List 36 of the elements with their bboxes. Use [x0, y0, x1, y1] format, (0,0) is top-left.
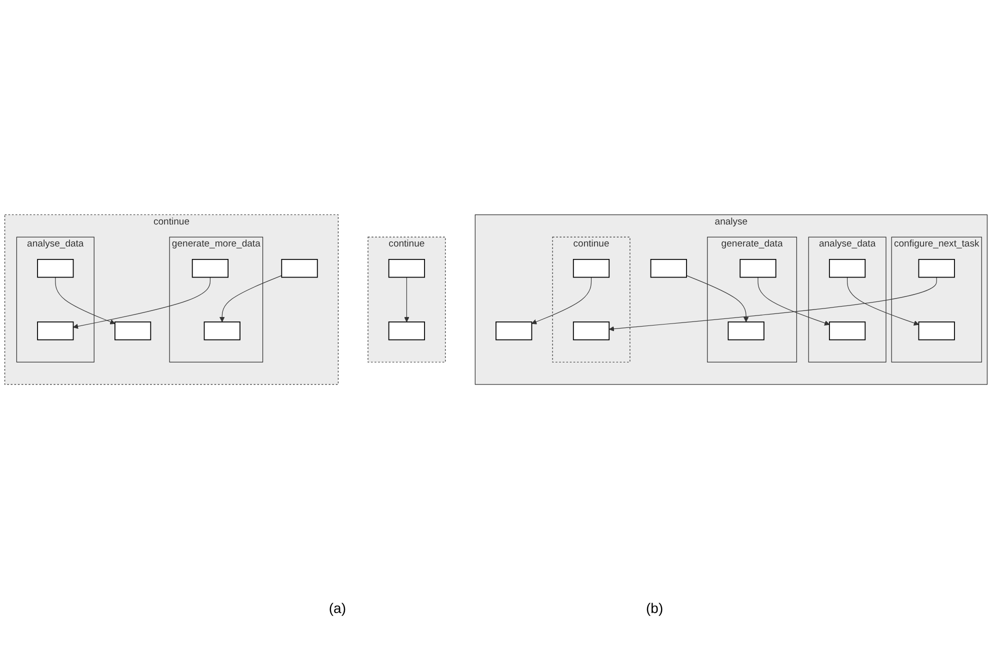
node-box	[496, 322, 532, 341]
cluster: continue	[368, 237, 446, 363]
node-box	[37, 322, 74, 341]
figure-label: (b)	[646, 600, 664, 616]
cluster: analyse_data	[808, 237, 886, 363]
node-box	[192, 259, 229, 278]
arrow	[531, 277, 592, 325]
arrow	[847, 277, 919, 326]
figure-label: (a)	[328, 600, 346, 616]
node-box	[281, 259, 318, 278]
arrow	[758, 277, 830, 326]
cluster: generate_data	[707, 237, 797, 363]
arrow	[220, 276, 282, 323]
node-box	[572, 322, 610, 341]
arrow	[55, 277, 116, 325]
cluster: configure_next_task	[891, 237, 982, 363]
node-box	[204, 322, 240, 341]
cluster: generate_more_data	[169, 237, 264, 363]
arrow	[608, 277, 937, 332]
arrow	[686, 276, 749, 323]
cluster: analyse_data	[16, 237, 94, 363]
node-box	[918, 259, 955, 278]
node-box	[572, 259, 610, 278]
node-box	[388, 322, 425, 341]
arrow	[404, 277, 410, 323]
node-box	[740, 259, 776, 278]
cluster: continue	[552, 237, 630, 363]
node-box	[388, 259, 425, 278]
node-box	[828, 322, 866, 341]
node-box	[918, 322, 955, 341]
arrow	[73, 277, 210, 330]
node-box	[114, 322, 152, 341]
node-box	[728, 322, 764, 341]
node-box	[37, 259, 74, 278]
node-box	[650, 259, 687, 278]
node-box	[828, 259, 866, 278]
